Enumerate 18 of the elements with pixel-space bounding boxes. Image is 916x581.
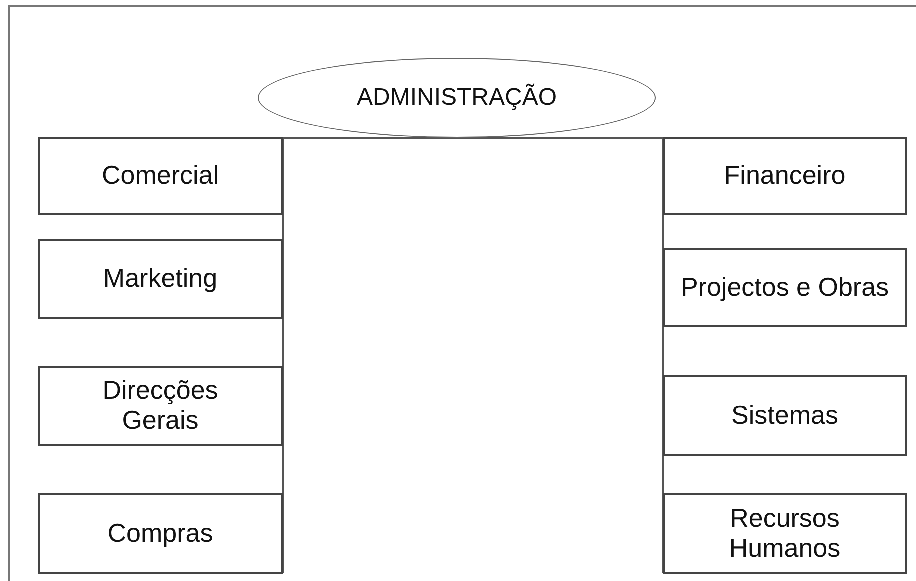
node-label: Compras xyxy=(108,518,214,548)
node-label: Projectos e Obras xyxy=(680,272,890,302)
node-label: Marketing xyxy=(103,264,218,294)
node-label: Direcções Gerais xyxy=(102,376,220,436)
department-box xyxy=(663,137,907,215)
node-label: Financeiro xyxy=(724,161,846,191)
connector-line xyxy=(457,137,664,573)
node-label: ADMINISTRAÇÃO xyxy=(356,84,557,112)
department-box xyxy=(38,137,283,215)
department-box xyxy=(663,248,907,327)
department-box xyxy=(38,239,283,319)
department-box xyxy=(663,375,907,456)
department-box xyxy=(663,493,907,574)
node-label: Recursos Humanos xyxy=(728,504,842,564)
node-label: Sistemas xyxy=(732,400,838,430)
node-label: Comercial xyxy=(102,161,220,191)
department-box xyxy=(38,493,283,574)
department-box xyxy=(38,366,283,446)
